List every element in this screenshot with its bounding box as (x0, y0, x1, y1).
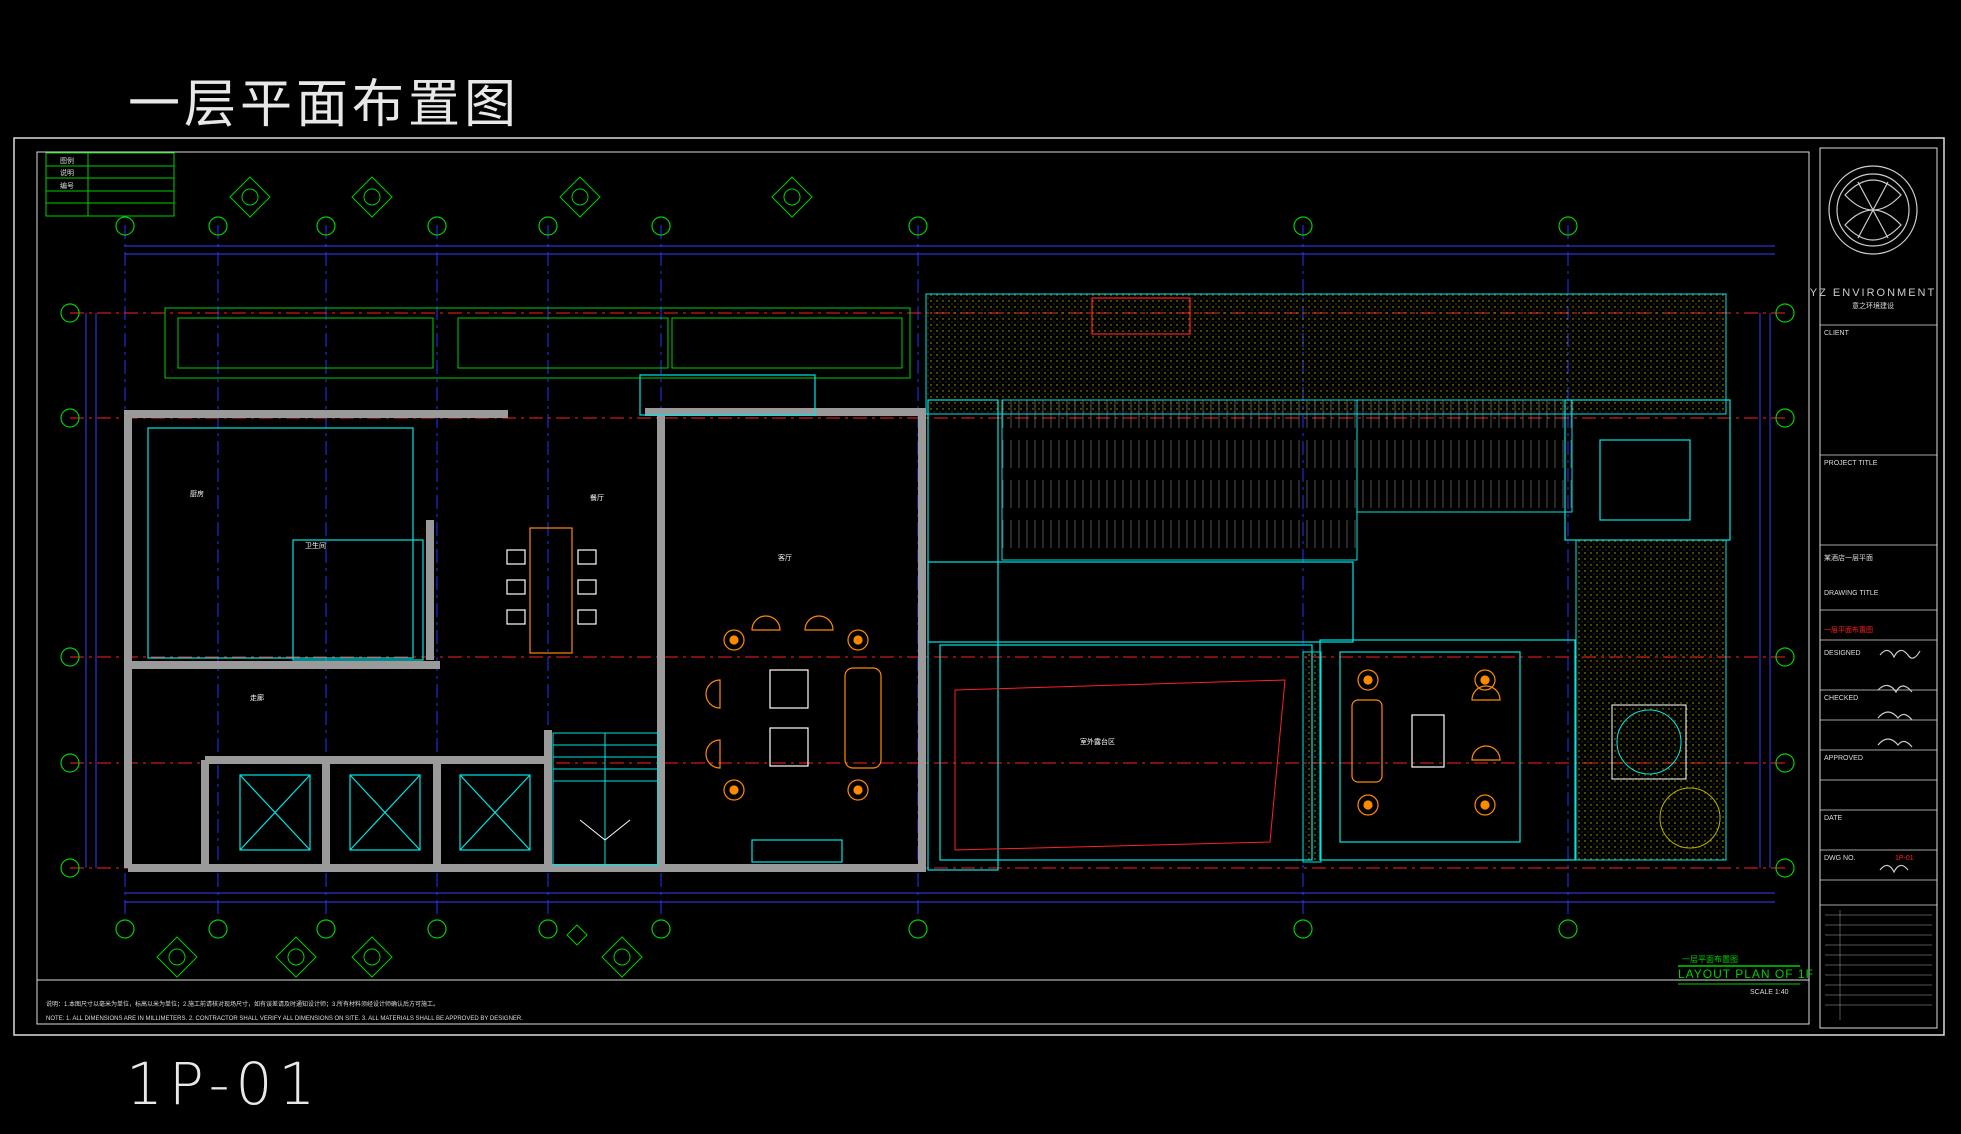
legend-row-2: 说明 (60, 168, 74, 177)
elevation-index-markers (156, 176, 813, 978)
lounge-chairs (705, 615, 882, 863)
notes-line-cn: 说明：1.本图尺寸以毫米为单位，标高以米为单位；2.施工前请核对现场尺寸，如有误… (46, 1000, 439, 1008)
title-block-rows (1820, 324, 1937, 906)
legend-table: 图例 说明 编号 (45, 152, 175, 217)
sheet-title: 一层平面布置图 (128, 75, 521, 135)
interior-partitions (147, 374, 1731, 871)
dining-table (506, 527, 597, 654)
plan-caption-cn: 一层平面布置图 (1682, 954, 1738, 964)
dwg-no-label: DWG NO. (1824, 855, 1856, 862)
terrace-areas (925, 293, 1727, 863)
sheet-outer-border (13, 137, 1945, 1036)
legend-row-1: 图例 (60, 156, 74, 165)
client-label: CLIENT (1824, 330, 1850, 337)
plan-caption-en: LAYOUT PLAN OF 1F (1678, 967, 1814, 981)
building-walls (124, 408, 926, 872)
brand-subtitle: 意之环境建设 (1852, 301, 1894, 310)
checked-label: CHECKED (1824, 695, 1858, 702)
terrace-lounge-furniture (1091, 297, 1501, 816)
room-label-hall: 走廊 (250, 693, 264, 702)
grid-bubbles-top (115, 216, 1578, 236)
drawing-title-label: DRAWING TITLE (1824, 590, 1879, 597)
approved-label: APPROVED (1824, 755, 1863, 762)
room-label-open-area: 室外露台区 (1080, 737, 1115, 746)
elevators (239, 774, 531, 851)
grid-bubbles-bottom (115, 919, 1578, 939)
staircase (552, 732, 659, 866)
title-block-frame (1819, 147, 1938, 1029)
date-label: DATE (1824, 815, 1842, 822)
sheet-code: 1P-01 (126, 1050, 322, 1118)
plan-caption (1678, 965, 1800, 985)
dimension-lines (85, 245, 1775, 903)
drawing-title-value: 一层平面布置图 (1824, 625, 1873, 634)
project-title-label: 某酒店一层平面 (1824, 553, 1873, 562)
dwg-no-value: 1P-01 (1895, 855, 1914, 862)
room-label-restroom: 卫生间 (305, 541, 326, 550)
company-logo (1828, 165, 1918, 255)
brand-name: YZ ENVIRONMENT (1810, 287, 1936, 299)
room-label-kitchen: 厨房 (190, 489, 204, 498)
open-area (954, 679, 1286, 851)
signatures (1877, 649, 1921, 874)
grid-bubbles-side (60, 303, 1795, 878)
planters-top (164, 307, 911, 379)
title-block-grid (1825, 910, 1932, 1020)
project-label: PROJECT TITLE (1824, 460, 1878, 467)
room-label-dining: 餐厅 (590, 493, 604, 502)
water-feature (1611, 704, 1721, 849)
designed-label: DESIGNED (1824, 650, 1861, 657)
legend-row-3: 编号 (60, 181, 74, 190)
plan-scale: SCALE 1:40 (1750, 989, 1789, 996)
drawing-frame (36, 151, 1810, 1025)
room-label-lounge: 客厅 (778, 553, 792, 562)
notes-line-en: NOTE: 1. ALL DIMENSIONS ARE IN MILLIMETE… (46, 1016, 523, 1022)
